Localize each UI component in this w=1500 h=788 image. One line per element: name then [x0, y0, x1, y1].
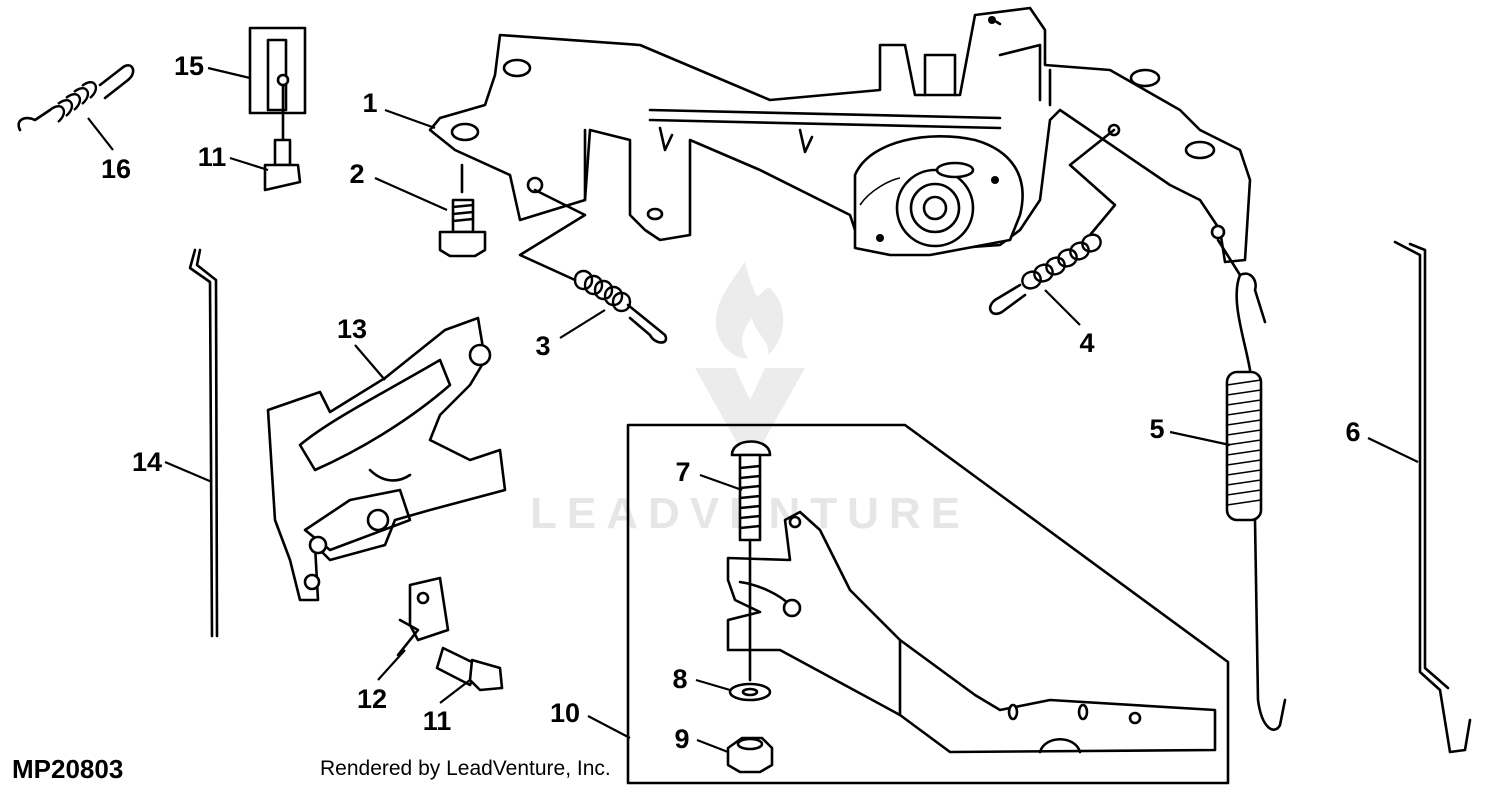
callout-2: 2: [349, 159, 364, 189]
callout-10: 10: [550, 698, 580, 728]
part-11-bolt-lower: [435, 646, 504, 692]
callout-7: 7: [675, 457, 690, 487]
part-6-rod: [1393, 240, 1472, 754]
callout-labels: 1 2 3 4 5 6 7 8 9 10 11 11 12 13 14 15 1…: [101, 51, 1361, 754]
part-1-control-bracket: [428, 6, 1252, 264]
part-11-screw-upper: [263, 83, 302, 192]
figure-code: MP20803: [12, 754, 123, 784]
callout-3: 3: [535, 331, 550, 361]
watermark-flame-icon: [715, 262, 784, 359]
callout-12: 12: [357, 684, 387, 714]
part-8-washer: [728, 682, 772, 702]
part-7-carriage-bolt: [730, 440, 772, 682]
part-15-clip: [248, 26, 307, 115]
callout-4: 4: [1079, 328, 1094, 358]
callout-15: 15: [174, 51, 204, 81]
callout-16: 16: [101, 154, 131, 184]
part-5-extension-spring: [1216, 238, 1287, 731]
part-4-spring: [988, 128, 1117, 316]
callout-11-upper: 11: [198, 142, 227, 172]
callout-5: 5: [1149, 414, 1164, 444]
callout-6: 6: [1345, 417, 1360, 447]
part-14-rod: [188, 248, 219, 638]
callout-13: 13: [337, 314, 367, 344]
callout-9: 9: [674, 724, 689, 754]
callout-1: 1: [362, 88, 377, 118]
callout-leaders: [87, 66, 1419, 754]
callout-14: 14: [132, 447, 162, 477]
part-9-nut: [726, 736, 774, 774]
part-10-inset: [626, 423, 1230, 785]
part-16-spring: [17, 64, 135, 132]
part-2-bolt: [438, 163, 487, 258]
part-12-small-plate: [396, 576, 450, 657]
callout-11-lower: 11: [423, 706, 452, 736]
part-3-spring: [518, 188, 668, 344]
watermark-v-icon: [695, 368, 805, 448]
render-credit: Rendered by LeadVenture, Inc.: [320, 757, 611, 780]
callout-8: 8: [672, 664, 687, 694]
part-13-control-plate: [266, 316, 507, 602]
